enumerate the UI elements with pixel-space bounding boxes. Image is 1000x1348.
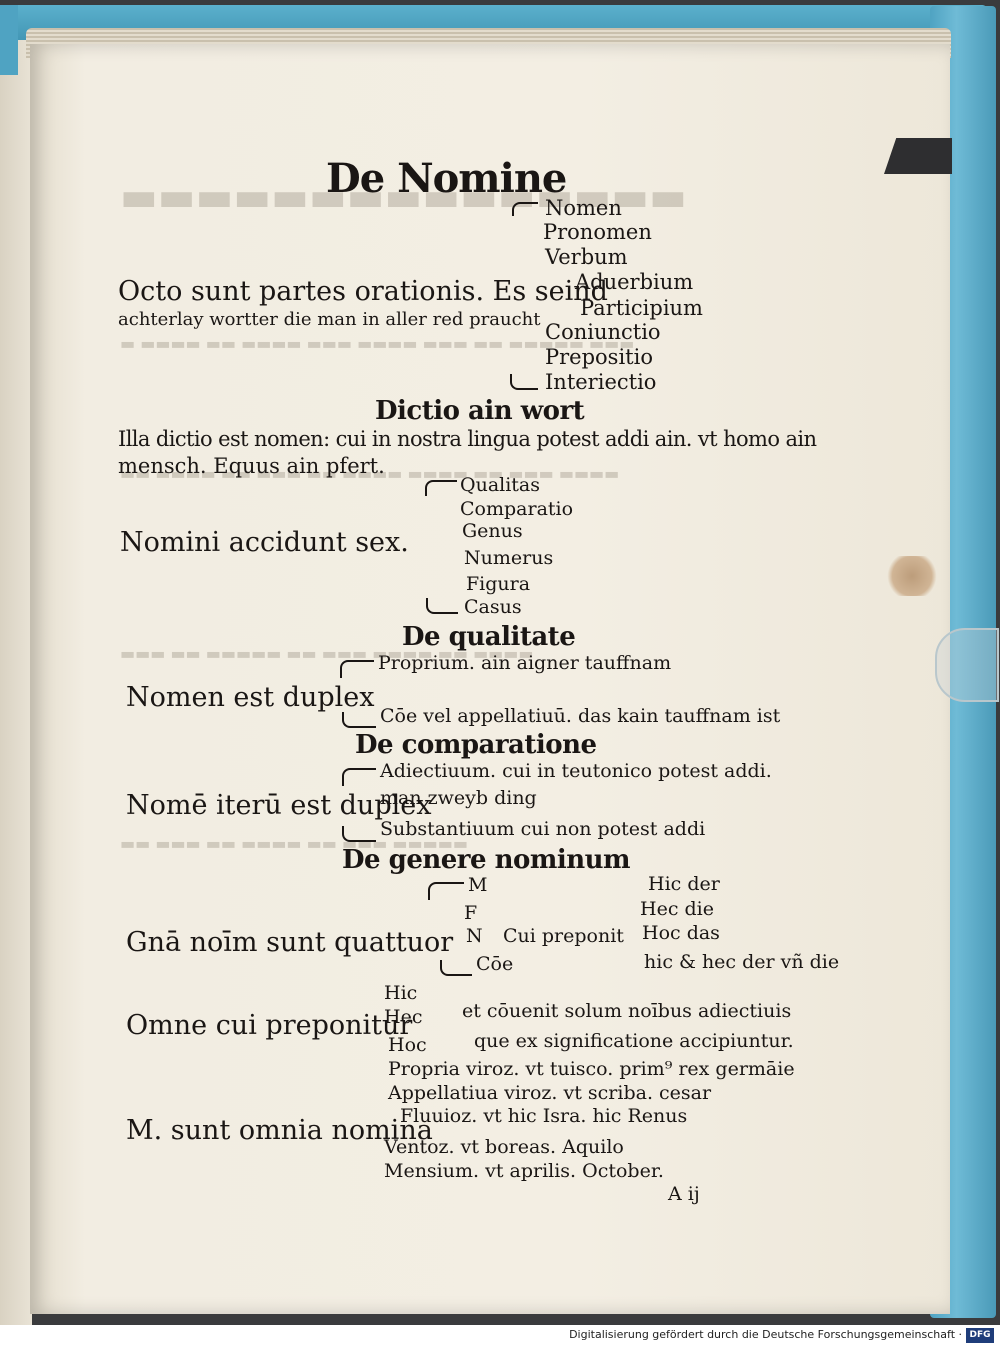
masculina-item: Ventoz. vt boreas. Aquilo <box>384 1136 624 1158</box>
footer-bar: Digitalisierung gefördert durch die Deut… <box>0 1325 1000 1348</box>
genere-heading: De genere nominum <box>342 845 631 875</box>
omne-label: Omne cui preponitur <box>126 1010 413 1041</box>
article-item: Hoc das <box>642 922 720 944</box>
genus-item: F <box>464 902 478 924</box>
masculina-label: M. sunt omnia nomina <box>126 1115 433 1146</box>
brace-mark <box>510 374 538 390</box>
masculina-item: Fluuioz. vt hic Isra. hic Renus <box>400 1105 688 1127</box>
accident-item: Figura <box>466 573 531 595</box>
pronoun-item: Hec <box>384 1006 423 1028</box>
pronoun-item: Hic <box>384 982 418 1004</box>
parts-item: Pronomen <box>543 220 652 244</box>
parts-item: Interiectio <box>545 370 657 394</box>
accident-item: Numerus <box>464 547 554 569</box>
brace-mark <box>425 480 457 496</box>
brace-mark <box>342 712 376 728</box>
illa-line: Illa dictio est nomen: cui in nostra lin… <box>118 427 817 451</box>
duplex-label: Nomē iterū est duplex <box>126 790 432 821</box>
parts-item: Aduerbium <box>575 270 694 294</box>
signature-mark: A ij <box>668 1183 700 1205</box>
pronoun-item: Hoc <box>388 1034 427 1056</box>
article-item: Hic der <box>648 873 720 895</box>
bleed-through: ▬▬ ▬▬▬▬ ▬▬ ▬▬▬ ▬▬ ▬▬▬▬ ▬▬▬▬ ▬▬ ▬▬▬ ▬▬▬▬ <box>120 464 620 483</box>
parts-item: Nomen <box>545 196 622 220</box>
accident-item: Casus <box>464 596 522 618</box>
brace-mark <box>440 960 472 976</box>
conuenit-line: et cōuenit solum noībus adiectiuis <box>462 1000 792 1022</box>
genera-label: Gnā noīm sunt quattuor <box>126 927 454 958</box>
substantiuum-line: Substantiuum cui non potest addi <box>380 818 706 840</box>
brace-mark <box>342 826 376 842</box>
page-clip <box>935 628 999 702</box>
duplex-label: Nomen est duplex <box>126 682 375 713</box>
dictio-heading: Dictio ain wort <box>375 396 585 426</box>
comparatione-heading: De comparatione <box>355 730 597 760</box>
commune-line: Cōe vel appellatiuū. das kain tauffnam i… <box>380 705 781 727</box>
bookmark-tab <box>884 138 952 174</box>
book-left-page-edge <box>0 40 32 1325</box>
bleed-through: ▬ ▬▬▬▬ ▬▬ ▬▬▬▬ ▬▬▬ ▬▬▬▬ ▬▬▬ ▬▬ ▬▬▬▬▬ ▬▬▬ <box>120 334 635 353</box>
qualitate-heading: De qualitate <box>402 622 576 652</box>
book-cover-left <box>0 5 18 75</box>
page-title: De Nomine <box>326 155 567 202</box>
bleed-through: ▬▬▬ ▬▬ ▬▬▬▬▬ ▬▬ ▬▬▬ ▬▬▬▬ ▬▬ ▬▬▬▬ <box>120 644 534 663</box>
bleed-through: ▬▬▬▬▬▬▬▬▬▬▬▬▬▬▬ <box>120 174 687 220</box>
accident-item: Genus <box>462 520 523 542</box>
genus-item: M <box>468 874 488 896</box>
cui-preponitur: Cui preponit <box>503 925 624 947</box>
parts-item: Verbum <box>545 245 628 269</box>
parts-item: Participium <box>580 296 703 320</box>
accident-item: Comparatio <box>460 498 574 520</box>
masculina-item: Appellatiua viroz. vt scriba. cesar <box>388 1082 712 1104</box>
book-page: ▬▬▬▬▬▬▬▬▬▬▬▬▬▬▬ ▬ ▬▬▬▬ ▬▬ ▬▬▬▬ ▬▬▬ ▬▬▬▬ … <box>30 44 950 1314</box>
accident-item: Qualitas <box>460 474 541 496</box>
masculina-item: Propria viroz. vt tuisco. prim⁹ rex germ… <box>388 1058 795 1080</box>
dfg-logo: DFG <box>966 1328 994 1343</box>
bleed-through: ▬▬ ▬▬▬ ▬▬ ▬▬▬▬ ▬▬ ▬▬▬ ▬▬▬▬▬ <box>120 834 468 853</box>
brace-mark <box>512 202 538 216</box>
parts-item: Coniunctio <box>545 320 661 344</box>
octo-line: Octo sunt partes orationis. Es seind <box>118 276 608 307</box>
brace-mark <box>342 768 376 786</box>
significatione-line: que ex significatione accipiuntur. <box>474 1030 794 1052</box>
masculina-item: Mensium. vt aprilis. October. <box>384 1160 664 1182</box>
brace-mark <box>340 660 374 678</box>
octo-gloss: achterlay wortter die man in aller red p… <box>118 309 541 330</box>
parts-item: Prepositio <box>545 345 653 369</box>
footer-credit: Digitalisierung gefördert durch die Deut… <box>569 1328 962 1341</box>
genus-item: Cōe <box>476 953 514 975</box>
article-item: hic & hec der vñ die <box>644 951 840 973</box>
adiectiuum-gloss: man zweyb ding <box>380 787 537 809</box>
brace-mark <box>428 882 464 900</box>
paper-stain <box>886 556 938 596</box>
proprium-line: Proprium. ain aigner tauffnam <box>378 652 672 674</box>
article-item: Hec die <box>640 898 714 920</box>
accidunt-label: Nomini accidunt sex. <box>120 527 409 558</box>
brace-mark <box>426 598 458 614</box>
illa-gloss: mensch. Equus ain pfert. <box>118 454 385 478</box>
genus-item: N <box>466 925 483 947</box>
adiectiuum-line: Adiectiuum. cui in teutonico potest addi… <box>380 760 772 782</box>
